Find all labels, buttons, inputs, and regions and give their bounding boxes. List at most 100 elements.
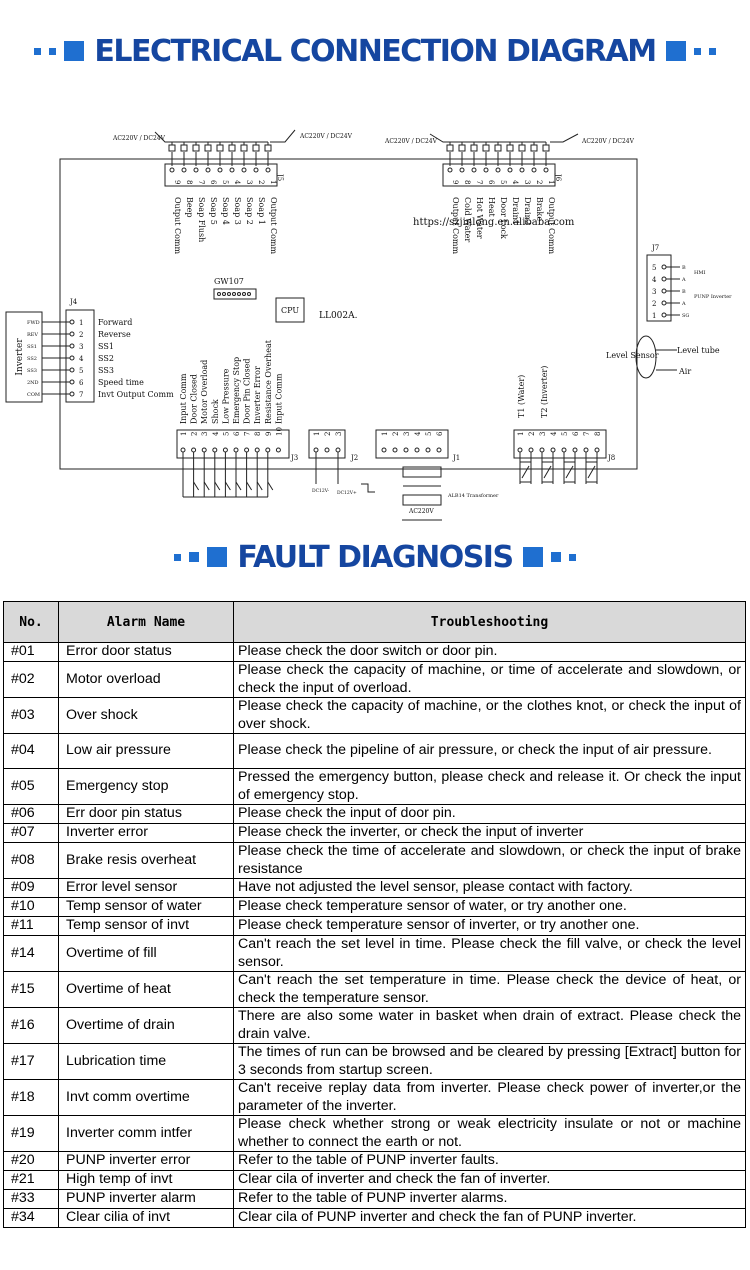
square-icon (174, 553, 182, 561)
square-icon (64, 41, 85, 61)
fault-code: #03 (3, 697, 59, 734)
j8-pin (594, 447, 600, 453)
j4-signal-label: Invt Output Comm (98, 390, 174, 399)
j3-pin (180, 447, 186, 453)
j6-relay (518, 144, 526, 152)
j7-pin (661, 312, 667, 318)
j6-signal-label: Output Comm (451, 197, 460, 254)
troubleshooting-text: Clear cila of inverter and check the fan… (233, 1170, 746, 1190)
j6-relay (506, 144, 514, 152)
gw-label: GW107 (214, 277, 244, 286)
fault-code: #05 (3, 768, 59, 805)
square-icon (207, 547, 228, 567)
alarm-name: Inverter comm intfer (58, 1115, 234, 1152)
dc-label: DC12V+ (337, 490, 357, 496)
j8-pin (561, 447, 567, 453)
j5-relay (180, 144, 188, 152)
j3-pin (212, 447, 218, 453)
fault-code: #02 (3, 661, 59, 698)
j6-relay (446, 144, 454, 152)
alarm-name: PUNP inverter error (58, 1151, 234, 1171)
j6-label: J6 (554, 173, 562, 182)
dc-label: DC12V- (312, 488, 330, 494)
j8-connector (513, 429, 607, 459)
j5-pin (205, 167, 211, 173)
j3-pin-number: 8 (254, 432, 262, 436)
j7-signal-label: A (681, 301, 686, 307)
j2-label: J2 (350, 454, 358, 462)
j3-signal-label: Motor Overload (200, 360, 209, 424)
fault-code: #04 (3, 733, 59, 769)
j4-signal-label: SS2 (98, 354, 114, 363)
j3-signal-label: Inverter Error (253, 366, 262, 424)
j6-pin-number: 8 (463, 180, 471, 184)
j7-signal-label: B (682, 289, 686, 295)
header-alarm-name: Alarm Name (58, 601, 234, 643)
j3-switch (235, 481, 242, 491)
alarm-name: Inverter error (58, 823, 234, 843)
alarm-name: Lubrication time (58, 1043, 234, 1080)
j5-pin-number: 9 (173, 180, 181, 184)
j5-pin (217, 167, 223, 173)
j3-pin (222, 447, 228, 453)
j6-signal-label: Hot Water (475, 197, 484, 239)
j4-pin (69, 367, 75, 373)
j6-pin (483, 167, 489, 173)
j3-switch (267, 481, 274, 491)
j1-pin (436, 447, 442, 453)
board-label: LL002A. (319, 311, 358, 321)
troubleshooting-text: Pressed the emergency button, please che… (233, 768, 746, 805)
j3-switch (256, 481, 263, 491)
j5-pin-number: 8 (185, 180, 193, 184)
j6-pin-number: 1 (547, 180, 555, 184)
j3-pin-number: 10 (275, 427, 283, 436)
troubleshooting-text: Please check the inverter, or check the … (233, 823, 746, 843)
j5-relay (240, 144, 248, 152)
thermistor (563, 461, 576, 483)
j8-pin (572, 447, 578, 453)
j3-switch (193, 481, 200, 491)
j4-signal-label: SS3 (98, 366, 114, 375)
supply-label: AC220V (408, 508, 434, 515)
j2-pin (335, 447, 341, 453)
troubleshooting-text: The times of run can be browsed and be c… (233, 1043, 746, 1080)
troubleshooting-text: Can't reach the set temperature in time.… (233, 971, 746, 1008)
j7-pin-number: 5 (652, 264, 656, 272)
j6-pin (519, 167, 525, 173)
j3-pin-number: 6 (233, 431, 241, 436)
square-icon (34, 47, 42, 55)
j3-signal-label: Door Closed (190, 374, 199, 424)
square-icon (708, 47, 716, 55)
j7-note: HMI (694, 270, 705, 276)
cpu-label: CPU (281, 306, 299, 315)
gw-pin (217, 292, 221, 296)
j5-pin (265, 167, 271, 173)
j6-pin-number: 6 (487, 180, 495, 185)
j6-pin (543, 167, 549, 173)
j5-relay (252, 144, 260, 152)
j5-signal-label: Soap 4 (221, 197, 230, 225)
troubleshooting-text: Please check temperature sensor of inver… (233, 916, 746, 936)
fault-code: #14 (3, 935, 59, 972)
fault-code: #08 (3, 842, 59, 879)
inverter-terminal: SS2 (27, 356, 37, 362)
transformer-top (402, 466, 442, 478)
troubleshooting-text: Please check the door switch or door pin… (233, 642, 746, 662)
j5-relay (216, 144, 224, 152)
j3-signal-label: Low Pressure (221, 368, 230, 424)
j5-pin (229, 167, 235, 173)
header-troubleshooting: Troubleshooting (233, 601, 746, 643)
j6-signal-label: Heat (487, 197, 496, 217)
j7-pin (661, 276, 667, 282)
j6-pin (495, 167, 501, 173)
j3-switch (246, 481, 253, 491)
j5-pin-number: 5 (221, 180, 229, 184)
j7-pin-number: 2 (652, 300, 656, 308)
troubleshooting-text: Have not adjusted the level sensor, plea… (233, 878, 746, 898)
thermistor (585, 461, 598, 483)
j8-pin-number: 7 (583, 432, 591, 436)
j3-pin-number: 1 (180, 432, 188, 436)
square-icon (49, 47, 57, 55)
